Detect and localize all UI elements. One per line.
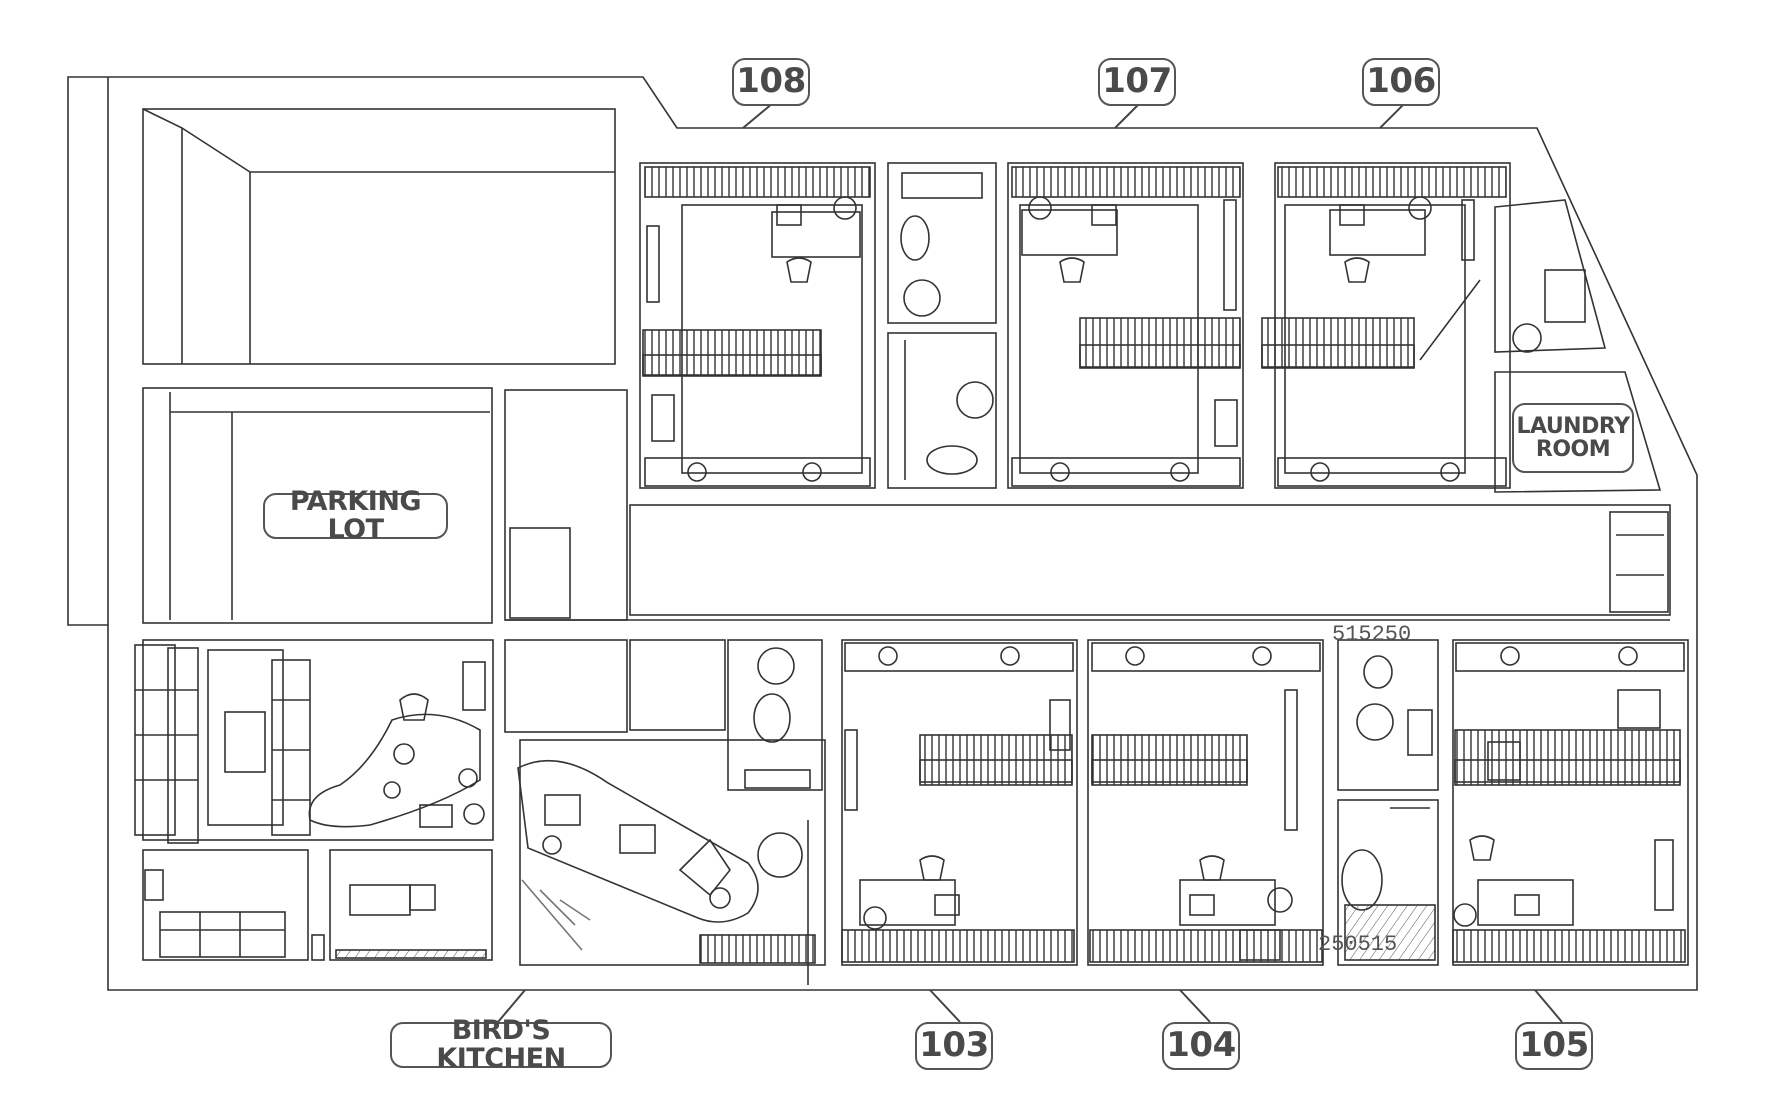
birds-kitchen-label: BIRD'S KITCHEN: [390, 1016, 612, 1073]
leader-lines: [497, 102, 1563, 1023]
laundry-room-label: LAUNDRY ROOM: [1512, 403, 1634, 473]
room-104: [1087, 639, 1324, 966]
unit-107-label: 107: [1098, 58, 1176, 106]
dimension-text-bottom: 250515: [1318, 932, 1398, 957]
laundry-room-area: [1494, 199, 1662, 493]
room-107: [1007, 162, 1244, 489]
storage-block: [142, 108, 616, 365]
unit-104-label: 104: [1162, 1022, 1240, 1070]
bathroom-top-b: [887, 332, 997, 489]
dimension-text-top: 515250: [1332, 622, 1412, 647]
unit-106-label: 106: [1362, 58, 1440, 106]
parking-lot-label: PARKING LOT: [263, 487, 448, 544]
room-105: [1452, 639, 1689, 966]
unit-105-label: 105: [1515, 1022, 1593, 1070]
parking-lot-area: [142, 387, 493, 624]
room-108: [639, 162, 876, 489]
bathroom-bottom: [1337, 639, 1439, 966]
laundry-room-label-line1: LAUNDRY: [1516, 413, 1630, 439]
building-outline: [67, 76, 1698, 991]
laundry-room-label-line2: ROOM: [1535, 437, 1611, 462]
room-106: [1261, 162, 1511, 489]
corridor: [504, 389, 1671, 621]
unit-108-label: 108: [732, 58, 810, 106]
birds-kitchen-area: [134, 639, 826, 985]
bathroom-top-a: [887, 162, 997, 324]
unit-103-label: 103: [915, 1022, 993, 1070]
room-103: [841, 639, 1078, 966]
